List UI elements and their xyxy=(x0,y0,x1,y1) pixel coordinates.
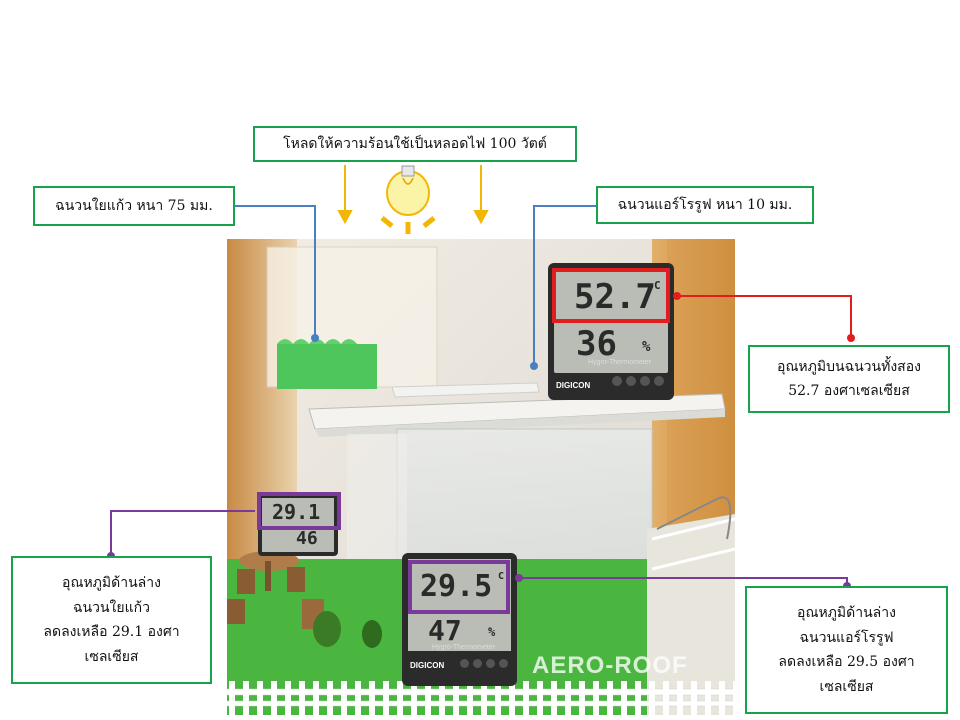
fence-picket xyxy=(341,681,347,715)
fence-picket xyxy=(411,681,417,715)
thermometer-top-button xyxy=(612,376,622,386)
fence-picket xyxy=(705,681,711,715)
fence-picket xyxy=(313,681,319,715)
label-temp-aeroroof-line2: ฉนวนแอร์โรรูฟ xyxy=(799,629,894,646)
label-temp-aeroroof-line3: ลดลงเหลือ 29.5 องศา xyxy=(778,654,915,670)
thermometer-top: 52.7 C 36 % Hygro-Thermometer DIGICON xyxy=(548,263,674,400)
fence-picket xyxy=(425,681,431,715)
thermometer-top-brand: DIGICON xyxy=(556,381,591,390)
fence-picket xyxy=(229,681,235,715)
fence-picket xyxy=(453,681,459,715)
fence-picket xyxy=(551,681,557,715)
thermometer-bottom-screen: 29.5 C 47 % xyxy=(408,559,511,651)
thermometer-bottom-button xyxy=(499,659,508,668)
thermometer-bottom-brand: DIGICON xyxy=(410,661,445,670)
thermometer-bottom-humidity: 47 xyxy=(428,614,462,647)
fence-picket xyxy=(565,681,571,715)
label-aeroroof-text: ฉนวนแอร์โรรูฟ หนา 10 มม. xyxy=(617,196,793,213)
label-heat-load-text: โหลดให้ความร้อนใช้เป็นหลอดไฟ 100 วัตต์ xyxy=(283,135,547,152)
label-aeroroof: ฉนวนแอร์โรรูฟ หนา 10 มม. xyxy=(596,186,814,224)
fence-picket xyxy=(355,681,361,715)
thermometer-top-model: Hygro-Thermometer xyxy=(588,359,652,366)
fence-picket xyxy=(733,681,735,715)
thermometer-bottom-button xyxy=(460,659,469,668)
fence-picket xyxy=(439,681,445,715)
fence-picket xyxy=(593,681,599,715)
thermometer-left-temp: 29.1 xyxy=(272,500,321,524)
fence-picket xyxy=(719,681,725,715)
thermometer-top-button xyxy=(654,376,664,386)
label-temp-glass: อุณหภูมิด้านล่าง ฉนวนใยแก้ว ลดลงเหลือ 29… xyxy=(11,556,212,684)
fence-picket xyxy=(691,681,697,715)
fence-picket xyxy=(467,681,473,715)
label-temp-aeroroof: อุณหภูมิด้านล่าง ฉนวนแอร์โรรูฟ ลดลงเหลือ… xyxy=(745,586,948,714)
fence-picket xyxy=(523,681,529,715)
light-bulb-icon xyxy=(380,165,436,234)
thermometer-top-deg: C xyxy=(654,279,661,292)
fence-picket xyxy=(285,681,291,715)
fence-picket xyxy=(495,681,501,715)
thermometer-top-temp: 52.7 xyxy=(574,277,656,317)
fence-picket xyxy=(383,681,389,715)
fence-picket xyxy=(271,681,277,715)
fence-picket xyxy=(677,681,683,715)
label-temp-aeroroof-line1: อุณหภูมิด้านล่าง xyxy=(797,605,896,621)
label-glass-wool-text: ฉนวนใยแก้ว หนา 75 มม. xyxy=(55,197,213,214)
label-temp-glass-line2: ฉนวนใยแก้ว xyxy=(73,599,150,616)
watermark: AERO-ROOF xyxy=(532,652,688,679)
fence-picket xyxy=(481,681,487,715)
thermometer-top-button xyxy=(640,376,650,386)
fence-picket xyxy=(509,681,515,715)
fence-picket xyxy=(397,681,403,715)
fence-picket xyxy=(649,681,655,715)
thermometer-left-screen: 29.1 46 xyxy=(262,498,334,552)
thermometer-bottom-unit: % xyxy=(488,625,496,639)
label-temp-glass-line3: ลดลงเหลือ 29.1 องศา xyxy=(43,624,180,640)
thermometer-bottom: 29.5 C 47 % Hygro-Thermometer DIGICON xyxy=(402,553,517,686)
thermometer-left-humidity: 46 xyxy=(296,528,318,549)
fence-picket xyxy=(257,681,263,715)
thermometer-bottom-model: Hygro-Thermometer xyxy=(432,644,496,651)
heat-arrow-icon xyxy=(337,165,489,225)
thermometer-bottom-button xyxy=(473,659,482,668)
thermometer-top-button xyxy=(626,376,636,386)
fence-picket xyxy=(663,681,669,715)
label-temp-aeroroof-line4: เซลเซียส xyxy=(819,678,874,695)
fence-picket xyxy=(327,681,333,715)
fence-picket xyxy=(635,681,641,715)
fence-picket xyxy=(621,681,627,715)
fence-picket xyxy=(579,681,585,715)
thermometer-left: 29.1 46 xyxy=(258,494,338,556)
label-temp-top: อุณหภูมิบนฉนวนทั้งสอง 52.7 องศาเซลเซียส xyxy=(748,345,950,413)
label-temp-glass-line1: อุณหภูมิด้านล่าง xyxy=(62,575,161,591)
thermometer-bottom-deg: C xyxy=(498,571,505,582)
thermometer-top-screen: 52.7 C 36 % xyxy=(554,269,668,373)
thermometer-bottom-button xyxy=(486,659,495,668)
fence-picket xyxy=(369,681,375,715)
label-temp-top-line2: 52.7 องศาเซลเซียส xyxy=(788,383,910,399)
label-temp-glass-line4: เซลเซียส xyxy=(84,648,139,665)
label-temp-top-line1: อุณหภูมิบนฉนวนทั้งสอง xyxy=(777,358,921,375)
thermometer-top-unit: % xyxy=(642,339,651,355)
fence-picket xyxy=(243,681,249,715)
fence-picket xyxy=(537,681,543,715)
fence-picket xyxy=(607,681,613,715)
thermometer-top-humidity: 36 xyxy=(576,324,617,364)
thermometer-bottom-temp: 29.5 xyxy=(420,569,493,604)
label-heat-load: โหลดให้ความร้อนใช้เป็นหลอดไฟ 100 วัตต์ xyxy=(253,126,577,162)
fence-picket xyxy=(299,681,305,715)
label-glass-wool: ฉนวนใยแก้ว หนา 75 มม. xyxy=(33,186,235,226)
